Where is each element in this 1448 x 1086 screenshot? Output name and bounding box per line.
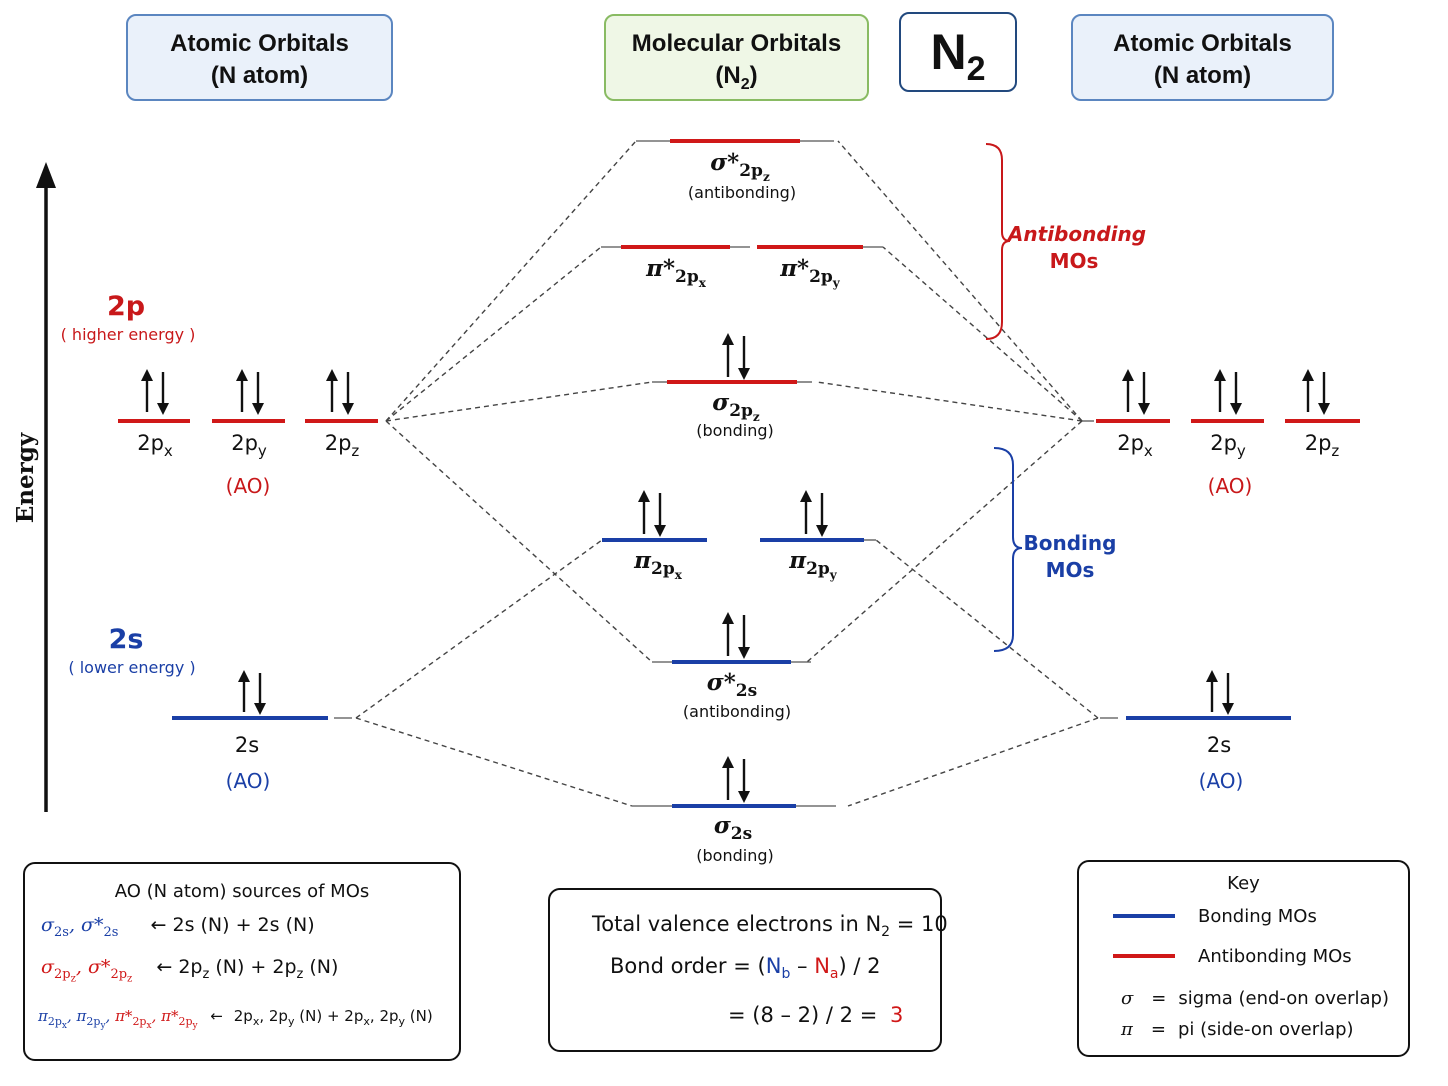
left-2p-ao-tag: (AO) [226,474,271,498]
key-sigma-row: σ=sigma (end-on overlap) [1121,988,1390,1009]
right-2py-label: 2py [1210,431,1246,460]
mo-sigma-2pz-label: σ2pz [712,389,760,424]
bond-order-formula: Bond order = (Nb – Na) / 2 [610,954,881,983]
energy-axis-arrowhead [36,162,56,188]
energy-levels [118,139,1360,808]
left-2s-ao-tag: (AO) [226,769,271,793]
header-left-subtitle: (N atom) [210,62,309,89]
connector-left-2s-to-sigma-2s [355,717,633,807]
antibonding-bracket [985,143,1011,340]
header-right-subtitle: (N atom) [1153,62,1252,89]
bond-order-value: 3 [889,1003,904,1027]
connector-left-2s-to-pi [355,539,603,719]
left-2p-note: ( higher energy ) [61,325,196,344]
mo-sigma-star-2pz-label: σ*2pz [710,149,770,184]
ao-sources-box: AO (N atom) sources of MOs σ2s, σ*2s ← 2… [23,862,461,1061]
right-2s-ao-tag: (AO) [1199,769,1244,793]
key-antibonding-swatch [1113,954,1175,958]
molecule-title: N2 [899,12,1017,92]
bonding-bracket-label-2: MOs [1046,558,1095,582]
mo-pi-star-2px-label: π*2px [645,255,707,290]
right-2px-label: 2px [1117,431,1153,460]
mo-sigma-star-2pz-note: (antibonding) [688,183,796,202]
energy-axis-label: Energy [12,432,39,523]
electron-arrows [141,333,1330,803]
header-center-title: Molecular Orbitals [631,30,842,57]
right-2s-label: 2s [1207,733,1231,757]
left-2s-label: 2s [235,733,259,757]
left-2s-note: ( lower energy ) [68,658,195,677]
connector-left-2p-to-sigma-star-2pz [385,140,637,422]
mo-pi-2px-label: π2px [633,547,683,582]
connector-left-2p-to-sigma-2pz [385,381,653,422]
connector-right-2s-to-sigma-2s [847,717,1099,807]
mo-sigma-2pz-note: (bonding) [696,421,773,440]
connector-right-2s-to-pi [875,539,1099,719]
ao-sources-row-pi: π2px, π2py, π*2px, π*2py ← 2px, 2py (N) … [38,1007,433,1032]
mo-sigma-2s-note: (bonding) [696,846,773,865]
connector-right-2p-to-sigma-star-2s [806,420,1083,663]
connector-right-2p-to-pi-star [882,246,1083,422]
antibonding-bracket-label-1: Antibonding [1006,222,1146,246]
key-title: Key [1227,873,1260,894]
bonding-bracket-label-1: Bonding [1024,531,1117,555]
connector-right-2p-to-sigma-2pz [816,381,1083,422]
header-left-title: Atomic Orbitals [170,30,349,57]
left-2pz-label: 2pz [325,431,360,460]
header-right-title: Atomic Orbitals [1113,30,1292,57]
key-bonding-swatch [1113,914,1175,918]
left-2s-title: 2s [109,624,144,655]
header-center-mo: Molecular Orbitals (N2) [604,14,869,101]
left-2py-label: 2py [231,431,267,460]
left-2p-title: 2p [107,291,145,322]
key-box: Key Bonding MOs Antibonding MOs σ=sigma … [1077,860,1410,1057]
bond-order-result: = (8 – 2) / 2 = 3 [728,1003,904,1027]
right-2p-ao-tag: (AO) [1208,474,1253,498]
header-center-subtitle: (N2) [715,62,758,93]
connector-right-2p-to-sigma-star-2pz [837,140,1083,422]
mo-sigma-2s-label: σ2s [714,812,752,844]
connector-left-2p-to-pi-star [385,246,602,422]
connector-left-2p-to-sigma-star-2s [385,420,653,663]
key-antibonding-label: Antibonding MOs [1198,946,1352,967]
antibonding-bracket-label-2: MOs [1050,249,1099,273]
bonding-bracket [993,447,1023,652]
total-valence-electrons: Total valence electrons in N2 = 10 [592,912,948,941]
mo-sigma-star-2s-label: σ*2s [707,669,757,701]
mo-pi-star-2py-label: π*2py [779,255,841,290]
mo-pi-2py-label: π2py [788,547,838,582]
bond-order-box: Total valence electrons in N2 = 10 Bond … [548,888,948,1052]
left-2px-label: 2px [137,431,173,460]
key-pi-row: π=pi (side-on overlap) [1121,1019,1354,1040]
right-2pz-label: 2pz [1305,431,1340,460]
key-bonding-label: Bonding MOs [1198,906,1317,927]
header-left-ao: Atomic Orbitals (N atom) [126,14,393,101]
correlation-lines [355,140,1099,807]
header-right-ao: Atomic Orbitals (N atom) [1071,14,1334,101]
ao-sources-title: AO (N atom) sources of MOs [114,881,370,902]
ao-sources-row-2pz: σ2pz, σ*2pz ← 2pz (N) + 2pz (N) [41,956,339,985]
ao-sources-row-2s: σ2s, σ*2s ← 2s (N) + 2s (N) [41,914,315,940]
mo-sigma-star-2s-note: (antibonding) [683,702,791,721]
